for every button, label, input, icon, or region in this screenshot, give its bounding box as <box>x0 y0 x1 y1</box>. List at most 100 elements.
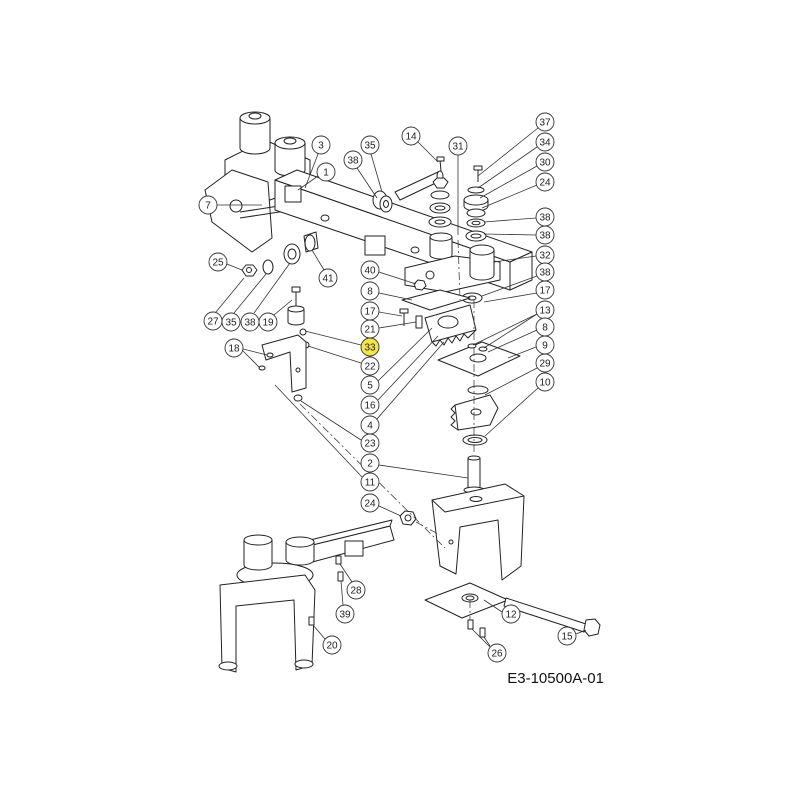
callout-label: 33 <box>364 343 376 354</box>
screw-head <box>399 308 409 314</box>
callout-circle <box>258 312 278 332</box>
callout-35-left: 35 <box>221 273 267 332</box>
callout-30: 30 <box>479 152 555 199</box>
plate <box>424 582 509 619</box>
callout-circle <box>360 135 380 155</box>
callout-31: 31 <box>448 136 468 235</box>
callout-label: 38 <box>539 213 551 224</box>
callout-16: 16 <box>360 335 439 415</box>
washer <box>466 218 486 228</box>
leader-line <box>487 329 538 353</box>
callout-label: 41 <box>322 274 334 285</box>
leader-line <box>472 313 538 346</box>
callout-circle <box>360 260 380 280</box>
callout-circle <box>318 268 338 288</box>
inset-screw <box>335 555 342 565</box>
callout-label: 18 <box>228 344 240 355</box>
callout-label: 7 <box>205 201 211 212</box>
callout-circle <box>343 150 363 170</box>
callout-circle <box>198 195 218 215</box>
callout-label: 26 <box>491 649 503 660</box>
screw <box>467 619 474 630</box>
callout-circle <box>487 643 507 663</box>
callout-label: 29 <box>539 359 551 370</box>
callout-circle <box>335 604 355 624</box>
screw <box>258 365 266 371</box>
sector-body <box>454 394 499 431</box>
callout-circle <box>535 225 555 245</box>
sleeve <box>469 249 495 281</box>
leader-line <box>378 464 469 479</box>
callout-20: 20 <box>312 624 342 655</box>
callout-label: 16 <box>364 401 376 412</box>
washer-hole <box>383 200 389 208</box>
callout-3: 3 <box>304 135 331 189</box>
leader-line <box>493 255 537 263</box>
fork-axle-hole <box>448 539 454 545</box>
screw <box>266 352 274 358</box>
callout-9: 9 <box>507 335 555 359</box>
washer <box>262 259 274 275</box>
leader-line <box>477 146 538 189</box>
callout-circle <box>322 635 342 655</box>
callout-label: 38 <box>347 156 359 167</box>
callout-label: 10 <box>539 378 551 389</box>
leader-line <box>340 580 344 606</box>
callout-14: 14 <box>401 126 439 163</box>
callout-circle <box>535 372 555 392</box>
callout-34: 34 <box>477 132 555 189</box>
leader-line <box>274 384 363 478</box>
inset-bolt <box>337 571 344 582</box>
callout-10: 10 <box>484 372 555 437</box>
nut <box>466 208 486 218</box>
screw <box>479 627 486 638</box>
callout-15: 15 <box>557 626 587 646</box>
callout-27: 27 <box>203 277 245 331</box>
side-arm-plate <box>204 169 293 253</box>
spindle-top <box>467 455 481 461</box>
callout-8-left: 8 <box>360 281 413 301</box>
callout-circle <box>224 338 244 358</box>
leader-line <box>226 263 243 271</box>
callout-label: 40 <box>364 266 376 277</box>
inset-fork-foot <box>218 661 238 671</box>
callout-33: 33 <box>304 330 380 357</box>
inset-cylinder-right <box>285 541 315 566</box>
beam-hole <box>410 246 420 254</box>
bushing-19-top <box>287 305 305 313</box>
sector-teeth <box>450 404 459 431</box>
callout-label: 23 <box>364 439 376 450</box>
leader-line <box>215 277 245 313</box>
leader-line <box>483 292 538 303</box>
callout-label: 8 <box>367 287 373 298</box>
inset-cylinder-left-top <box>243 534 273 546</box>
washer-hole <box>471 220 481 226</box>
leader-line <box>479 165 538 199</box>
callout-label: 25 <box>212 258 224 269</box>
leader-line <box>378 271 417 285</box>
leader-line <box>483 599 503 613</box>
callout-25: 25 <box>208 252 243 272</box>
wheel-fork <box>431 483 525 581</box>
nut-33 <box>299 328 307 336</box>
bearing-inner <box>434 205 446 211</box>
washer <box>467 186 485 194</box>
callout-label: 1 <box>323 168 329 179</box>
mount-cylinder-right-cap <box>283 137 297 145</box>
callout-5: 5 <box>360 327 433 395</box>
callout-label: 15 <box>561 632 573 643</box>
callout-label: 20 <box>326 641 338 652</box>
callout-label: 21 <box>364 325 376 336</box>
lock-nut <box>399 510 417 526</box>
gear-hub <box>437 315 459 329</box>
arm-plate-hole <box>229 199 243 213</box>
mount-cylinder-left <box>239 117 271 155</box>
callout-28: 28 <box>339 563 366 600</box>
callout-33-circle <box>360 337 380 357</box>
axle-bolt <box>503 597 601 637</box>
fork-body <box>431 483 525 581</box>
sleeve-top <box>469 244 495 256</box>
inset-fork-foot <box>294 659 314 669</box>
hex-fitting-hole <box>246 267 252 273</box>
